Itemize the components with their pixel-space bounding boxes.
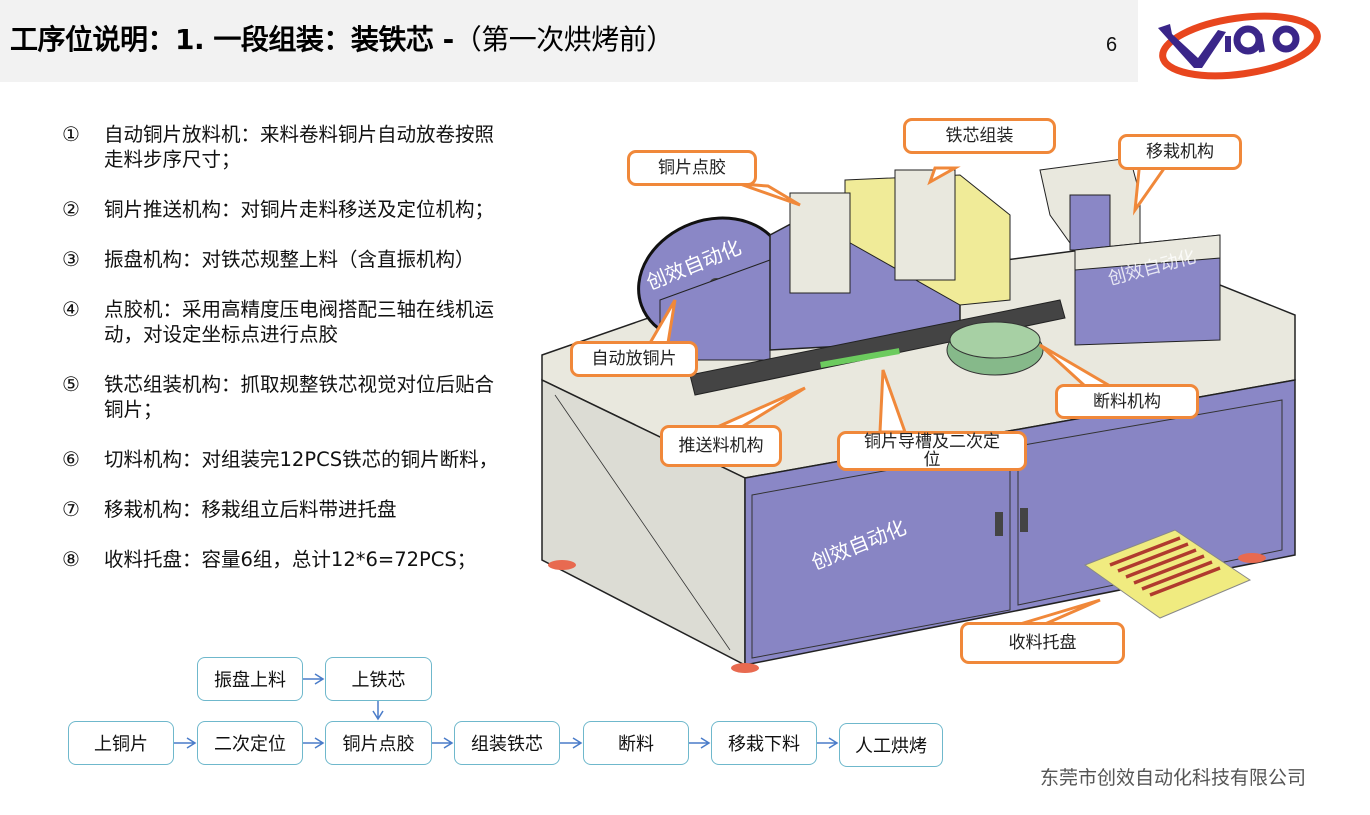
title-subtitle: （第一次烘烤前） <box>453 23 675 56</box>
flow-step-transfer: 移栽下料 <box>711 721 817 765</box>
flow-step-assemble-core: 组装铁芯 <box>454 721 560 765</box>
foot <box>1238 553 1266 563</box>
foot <box>548 560 576 570</box>
door-handle-icon <box>995 512 1003 536</box>
machine-illustration: 创效自动化 创效自动化 创效自动化 <box>541 157 1296 673</box>
door-handle-icon <box>1020 508 1028 532</box>
callout-auto-copper-feed: 自动放铜片 <box>570 341 698 377</box>
callout-cutting-mechanism: 断料机构 <box>1055 384 1199 419</box>
arrow-icon <box>817 737 839 749</box>
core-assembly-head <box>894 169 956 281</box>
flow-step-vibration-feed: 振盘上料 <box>197 657 303 701</box>
callout-copper-glue: 铜片点胶 <box>627 150 757 186</box>
title-bold: 工序位说明：1. 一段组装：装铁芯 - <box>10 23 454 56</box>
glue-head <box>789 192 851 294</box>
company-logo <box>1158 12 1321 80</box>
flow-arrows <box>174 673 839 749</box>
callout-transfer-mechanism: 移栽机构 <box>1118 134 1242 170</box>
foot <box>731 663 759 673</box>
page-number: 6 <box>1106 34 1118 56</box>
company-name: 东莞市创效自动化科技有限公司 <box>1040 767 1307 789</box>
page-title: 工序位说明：1. 一段组装：装铁芯 -（第一次烘烤前） <box>10 18 674 58</box>
callout-guide-groove: 铜片导槽及二次定位 <box>837 431 1027 471</box>
callout-push-mechanism: 推送料机构 <box>660 425 782 467</box>
arrow-icon <box>560 737 583 749</box>
arrow-icon <box>303 673 325 685</box>
flow-step-bake: 人工烘烤 <box>839 723 943 767</box>
callout-receiving-tray: 收料托盘 <box>960 622 1125 664</box>
callout-core-assembly: 铁芯组装 <box>903 118 1056 154</box>
arrow-icon <box>432 737 454 749</box>
flow-step-load-core: 上铁芯 <box>325 657 432 701</box>
receiving-tray <box>1083 529 1252 619</box>
flow-step-load-copper: 上铜片 <box>68 721 174 765</box>
header-bar: 工序位说明：1. 一段组装：装铁芯 -（第一次烘烤前） 6 <box>0 0 1138 82</box>
arrow-icon <box>303 737 325 749</box>
arrow-icon <box>174 737 197 749</box>
arrow-icon <box>372 701 384 721</box>
arrow-icon <box>689 737 711 749</box>
flow-step-glue: 铜片点胶 <box>325 721 432 765</box>
flow-step-cut: 断料 <box>583 721 689 765</box>
flow-step-positioning: 二次定位 <box>197 721 303 765</box>
